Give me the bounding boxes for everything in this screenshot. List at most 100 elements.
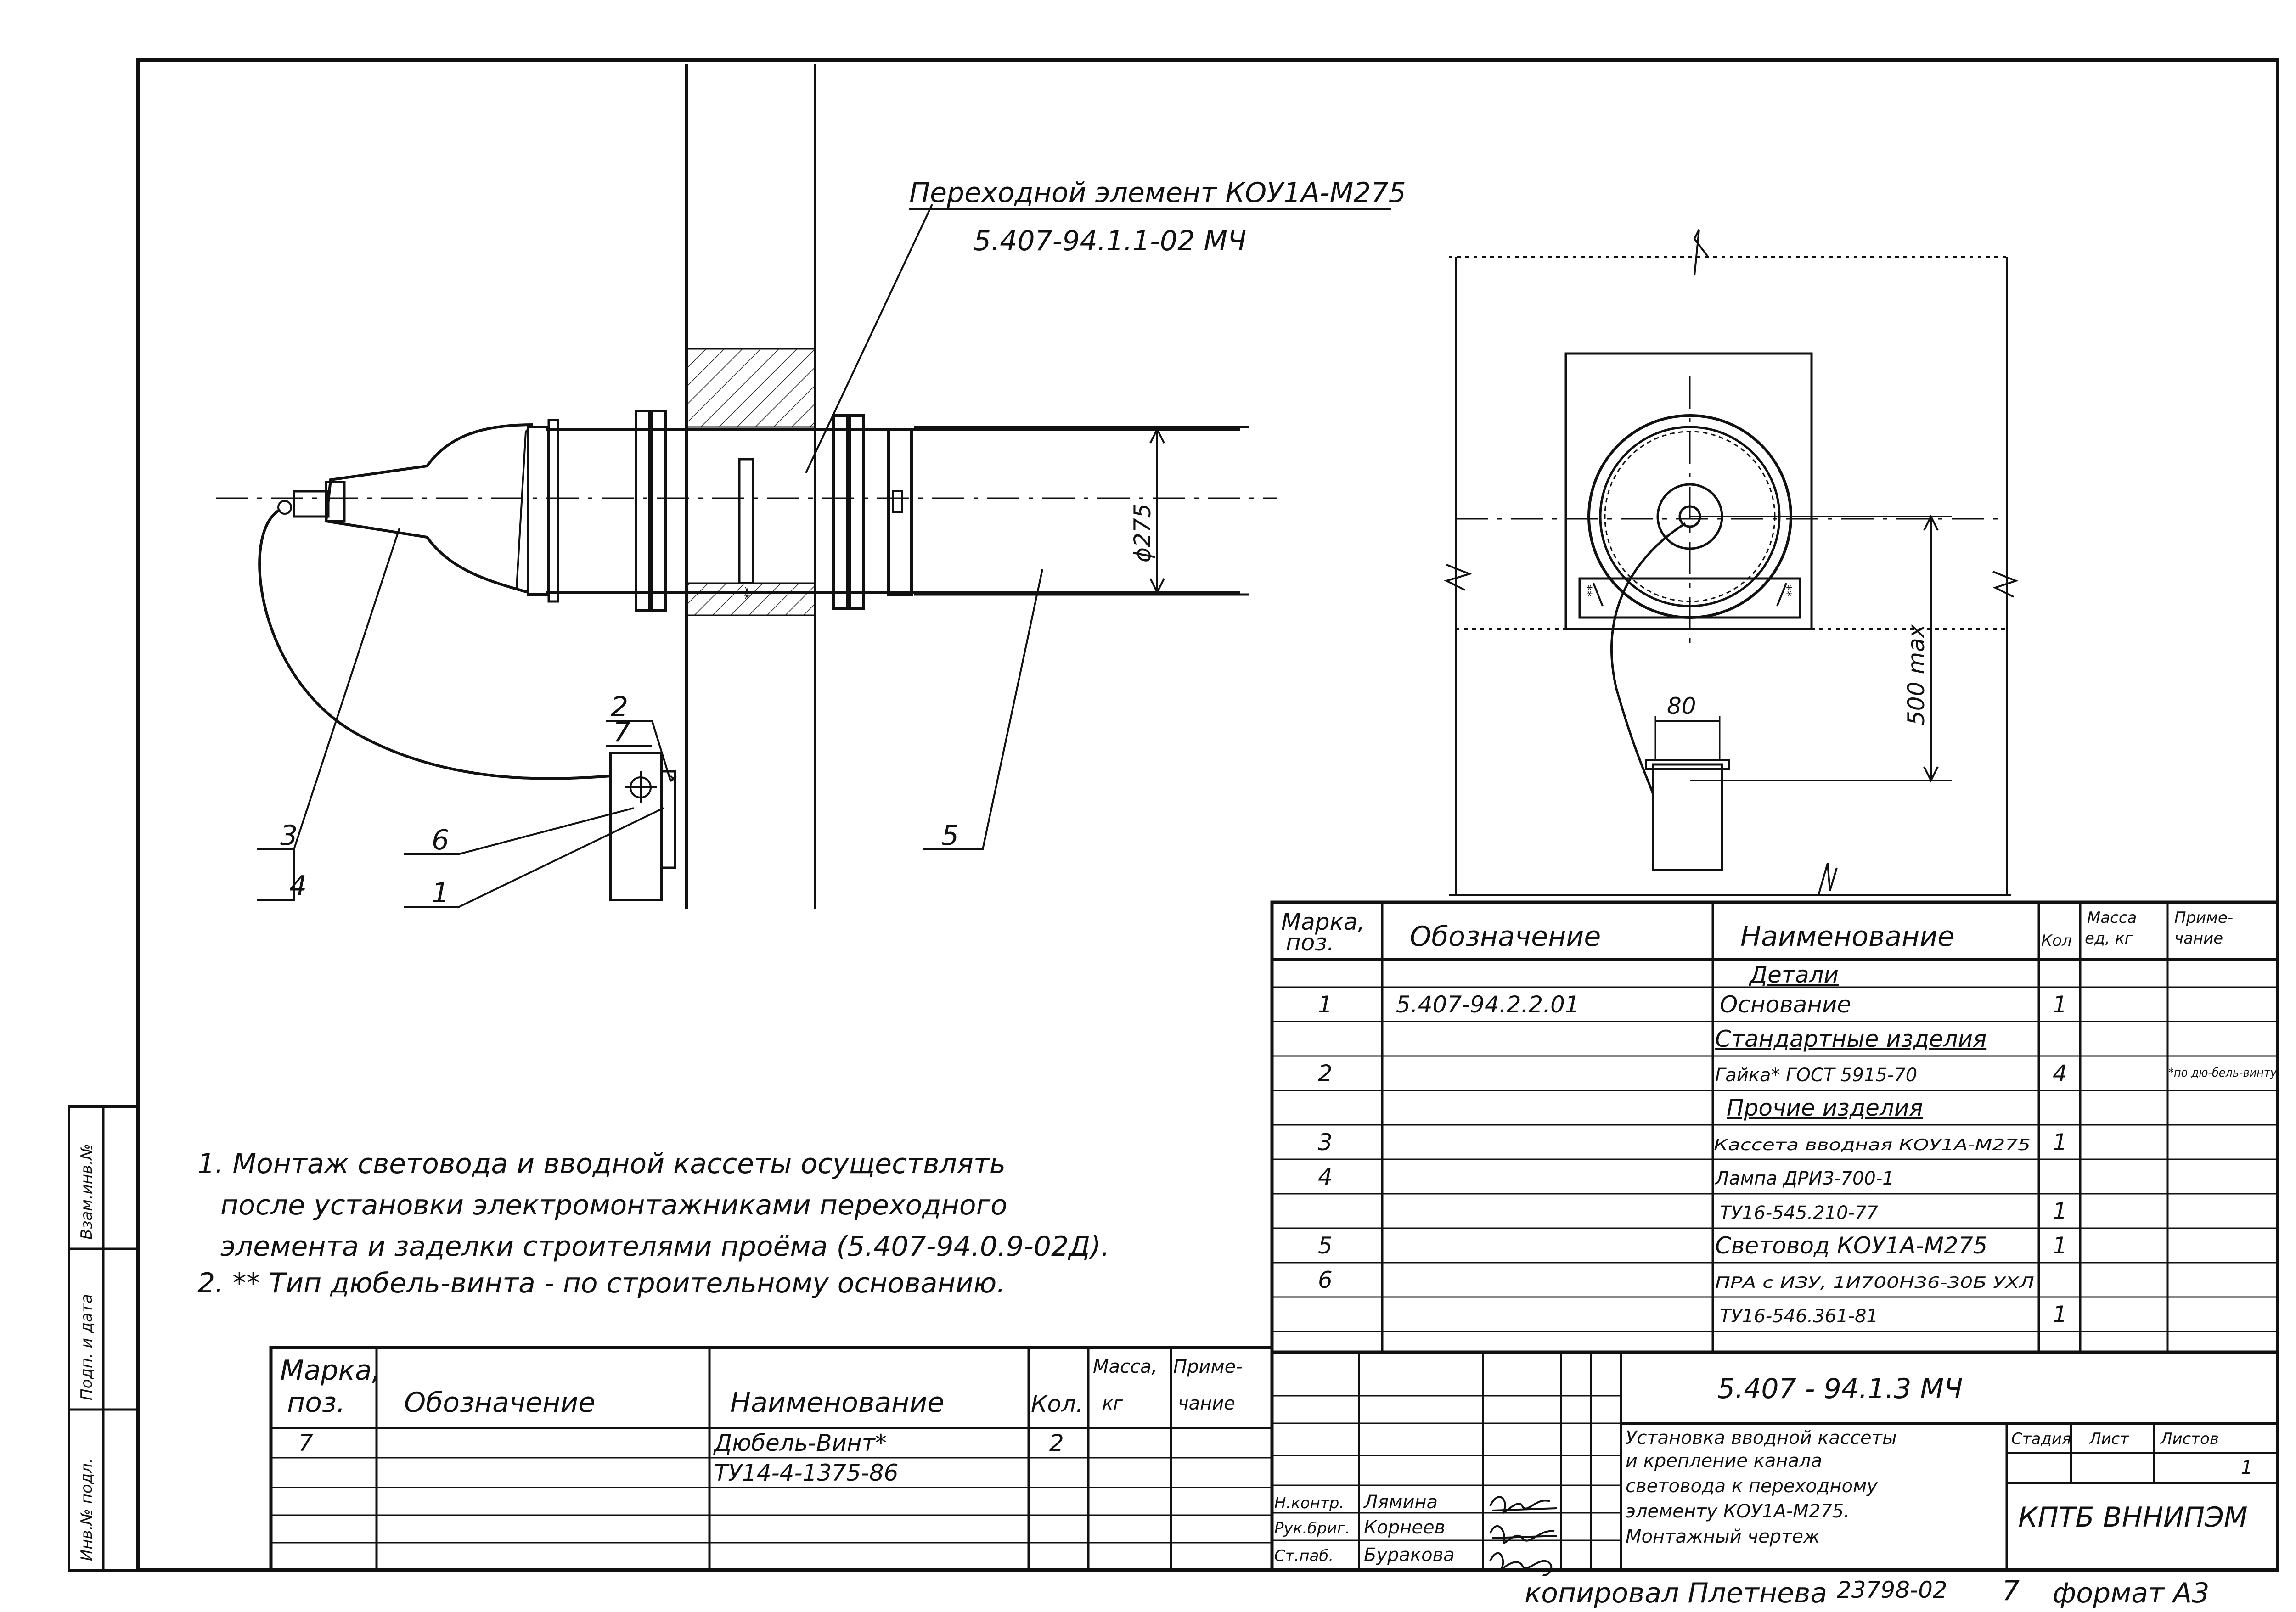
- ballast-front: [1652, 763, 1723, 871]
- star-mark-front-right: **: [1784, 584, 1799, 597]
- spec-row-pos: 4: [1318, 1163, 1333, 1190]
- side-stamp-strip: Взам.инв.№ Подп. и дата Инв.№ подл.: [68, 1105, 139, 1572]
- spec-section-details: Детали: [1749, 961, 1839, 988]
- pos-label-3: 3: [280, 820, 298, 852]
- spec-row-qty: 1: [2053, 991, 2067, 1018]
- dim-80-label: 80: [1667, 693, 1696, 719]
- footer-sheet-no: 7: [2002, 1575, 2020, 1607]
- spec-header-mass-2: ед, кг: [2085, 929, 2133, 948]
- small-table: Марка, поз. Обозначение Наименование Кол…: [269, 1346, 1274, 1572]
- small-header-mass-2: кг: [1102, 1393, 1123, 1414]
- spec-row-pos: 2: [1318, 1060, 1333, 1087]
- spec-header-designation: Обозначение: [1410, 921, 1601, 953]
- spec-row-qty: 1: [2053, 1129, 2067, 1156]
- signer-name: Корнеев: [1364, 1517, 1445, 1538]
- title-line-2: и крепление канала: [1626, 1450, 1822, 1472]
- spec-row-qty: 1: [2053, 1232, 2067, 1259]
- spec-row-pos: 1: [1318, 991, 1333, 1018]
- pos-label-1: 1: [432, 877, 449, 909]
- copied-by: копировал Плетнева: [1525, 1577, 1827, 1609]
- pos-label-2: 2: [611, 691, 628, 723]
- side-view-drawing: ϕ275 ** Переходной элемент КОУ1А-М275 5.…: [216, 64, 1406, 909]
- transition-element-code: 5.407-94.1.1-02 МЧ: [974, 225, 1246, 257]
- spec-header-note-1: Приме-: [2174, 909, 2233, 927]
- small-row-qty: 2: [1049, 1430, 1064, 1456]
- input-cassette: [324, 423, 533, 594]
- transition-element-title: Переходной элемент КОУ1А-М275: [909, 177, 1406, 209]
- diameter-label: ϕ275: [1129, 504, 1156, 562]
- title-line-1: Установка вводной кассеты: [1626, 1427, 1897, 1449]
- pos-label-7: 7: [613, 716, 630, 748]
- note-line-4: 2. ** Тип дюбель-винта - по строительном…: [197, 1267, 1005, 1299]
- star-mark-left: **: [742, 587, 756, 599]
- spec-header-mark-2: поз.: [1286, 929, 1334, 956]
- pos-label-4: 4: [289, 870, 307, 902]
- signer-name: Буракова: [1364, 1545, 1455, 1566]
- small-header-name: Наименование: [730, 1387, 944, 1419]
- signer-role: Ст.паб.: [1274, 1547, 1334, 1565]
- sheet-label: Лист: [2088, 1430, 2129, 1448]
- signature-3: [1489, 1552, 1553, 1576]
- note-line-1: 1. Монтаж световода и вводной кассеты ос…: [197, 1148, 1006, 1180]
- dim-500-label: 500 max: [1903, 624, 1930, 725]
- small-header-note-1: Приме-: [1173, 1356, 1243, 1377]
- footer: копировал Плетнева 23798-02 7 формат А3: [1525, 1575, 2209, 1609]
- pos-label-6: 6: [432, 824, 449, 856]
- doc-code: 5.407 - 94.1.3 МЧ: [1717, 1373, 1963, 1405]
- front-view-drawing: ** ** 500 max 80: [1444, 229, 2019, 896]
- spec-row-name: Кассета вводная КОУ1А-М275: [1714, 1136, 2031, 1154]
- spec-row-pos: 5: [1318, 1232, 1333, 1259]
- small-header-note-2: чание: [1178, 1393, 1235, 1414]
- power-cable: [258, 508, 611, 780]
- spec-row-pos: 3: [1318, 1129, 1333, 1156]
- signer-name: Лямина: [1363, 1492, 1438, 1513]
- spec-row-qty: 1: [2053, 1301, 2067, 1328]
- stamp-inv-original: Инв.№ подл.: [78, 1458, 96, 1561]
- title-line-3: световода к переходному: [1626, 1476, 1878, 1497]
- footer-format: формат А3: [2053, 1577, 2209, 1609]
- spec-header-name: Наименование: [1740, 921, 1954, 953]
- spec-row-name: ПРА с ИЗУ, 1И700Н36-30Б УХЛ: [1715, 1274, 2034, 1292]
- stamp-sign-date: Подп. и дата: [78, 1294, 96, 1400]
- notes-block: 1. Монтаж световода и вводной кассеты ос…: [197, 1148, 1110, 1299]
- spec-table: Марка, поз. Обозначение Наименование Кол…: [1270, 900, 2279, 1354]
- title-block: 5.407 - 94.1.3 МЧ Установка вводной касс…: [1270, 1350, 2279, 1576]
- signer-role: Рук.бриг.: [1274, 1519, 1350, 1538]
- spec-row-name: Гайка* ГОСТ 5915-70: [1715, 1065, 1917, 1086]
- spec-header-mass-1: Масса: [2087, 909, 2137, 927]
- spec-row-name: Основание: [1720, 991, 1851, 1018]
- spec-row-designation: 5.407-94.2.2.01: [1396, 991, 1580, 1018]
- spec-row-note: *по дю-бель-винту: [2168, 1066, 2277, 1080]
- spec-section-standard: Стандартные изделия: [1715, 1026, 1986, 1052]
- pos-label-5: 5: [941, 820, 959, 852]
- signature-2: [1489, 1525, 1557, 1544]
- spec-row-qty: 4: [2053, 1060, 2067, 1087]
- spec-row-name: Световод КОУ1А-М275: [1715, 1232, 1987, 1259]
- stamp-replace-inv: Взам.инв.№: [78, 1144, 96, 1240]
- spec-row-name: Лампа ДРИЗ-700-1: [1714, 1168, 1894, 1189]
- title-line-5: Монтажный чертеж: [1626, 1526, 1820, 1547]
- small-row-name: Дюбель-Винт*: [713, 1430, 887, 1456]
- small-row-name: ТУ14-4-1375-86: [714, 1460, 898, 1486]
- spec-section-other: Прочие изделия: [1727, 1095, 1923, 1121]
- spec-row-pos: 6: [1318, 1267, 1333, 1293]
- small-header-qty: Кол.: [1031, 1391, 1083, 1417]
- spec-header-mark-1: Марка,: [1281, 909, 1365, 935]
- wall-hatch-top: [686, 348, 816, 428]
- small-header-designation: Обозначение: [404, 1387, 595, 1419]
- drawing-frame: [136, 58, 2279, 1572]
- note-line-2: после установки электромонтажниками пере…: [220, 1189, 1007, 1221]
- spec-row-name: ТУ16-545.210-77: [1720, 1202, 1878, 1224]
- sheets-value: 1: [2241, 1457, 2252, 1478]
- stage-label: Стадия: [2011, 1430, 2071, 1448]
- spec-header-qty: Кол: [2041, 932, 2072, 950]
- title-line-4: элементу КОУ1А-М275.: [1626, 1501, 1850, 1522]
- small-header-mark-2: поз.: [287, 1387, 345, 1419]
- small-row-pos: 7: [298, 1430, 313, 1456]
- spec-row-qty: 1: [2053, 1198, 2067, 1224]
- ballast-box: [609, 752, 663, 901]
- sheets-label: Листов: [2160, 1430, 2219, 1448]
- note-line-3: элемента и заделки строителями проёма (5…: [220, 1230, 1110, 1263]
- front-cable: [1610, 522, 1686, 795]
